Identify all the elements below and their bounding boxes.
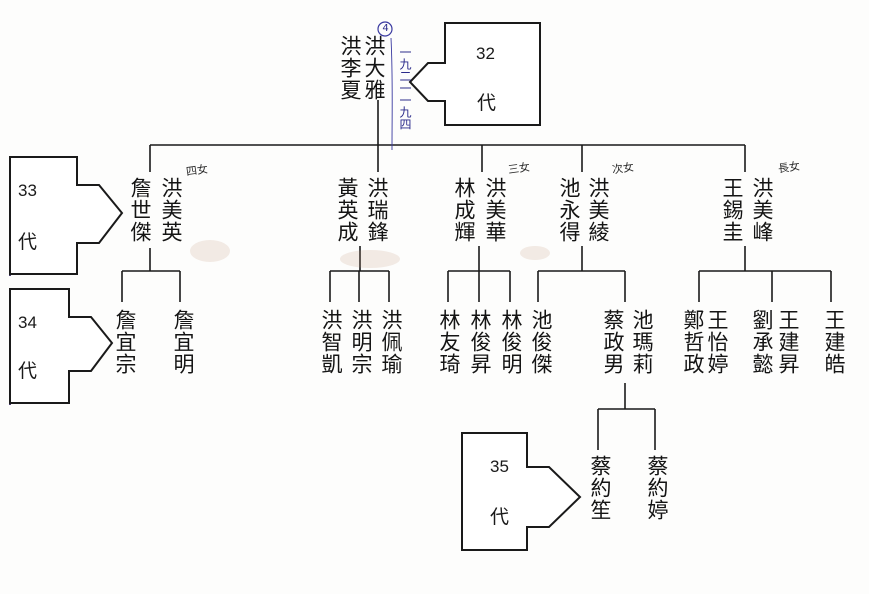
gen-33-husband-name: 林成輝 <box>452 177 476 243</box>
handwritten-annotation <box>377 21 393 151</box>
gen-33-husband-name: 詹世傑 <box>128 177 152 243</box>
gen-34-person-name: 洪明宗 <box>349 309 373 375</box>
gen-33-wife-name: 黃英成 <box>335 177 359 243</box>
scan-stain <box>340 250 400 268</box>
lifespan-note: 一九二一一九四 <box>398 46 412 130</box>
scan-stain <box>520 246 550 260</box>
gen-32-label: 代 <box>477 92 497 114</box>
gen-33-husband-name: 池永得 <box>557 177 581 243</box>
gen-34-person-name: 洪佩瑜 <box>379 309 403 375</box>
root-husband-name: 洪大雅 <box>362 35 386 101</box>
gen-33-husband-name: 洪瑞鋒 <box>365 177 389 243</box>
gen-34-person-name: 詹宜宗 <box>113 309 137 375</box>
gen-33-to-34-connectors <box>121 246 832 302</box>
gen-35-number: 35 <box>490 457 509 476</box>
gen-34-to-35-connectors <box>597 383 656 450</box>
gen-34-person-name: 王建昇 <box>776 309 800 375</box>
gen-34-person-name: 洪智凱 <box>319 309 343 375</box>
gen-35-arrow-box <box>461 432 582 551</box>
gen-34-label: 代 <box>18 360 38 382</box>
gen-35-person-name: 蔡約笙 <box>588 455 612 521</box>
gen-33-arrow-box <box>9 156 124 275</box>
gen-33-husband-name: 王錫圭 <box>720 177 744 243</box>
gen-35-label: 代 <box>490 506 510 528</box>
gen-34-spouse-name: 鄭哲政 <box>681 309 705 375</box>
gen-33-wife-name: 洪美華 <box>483 177 507 243</box>
gen-33-order-tag: 四女 <box>185 162 209 179</box>
gen-33-wife-name: 洪美峰 <box>750 177 774 243</box>
gen-34-spouse-name: 劉承懿 <box>750 309 774 375</box>
gen-33-wife-name: 洪美綾 <box>586 177 610 243</box>
gen-34-person-name: 池俊傑 <box>529 309 553 375</box>
gen-34-person-name: 林友琦 <box>437 309 461 375</box>
gen-34-person-name: 池瑪莉 <box>630 309 654 375</box>
gen-33-number: 33 <box>18 181 37 200</box>
gen-34-person-name: 詹宜明 <box>171 309 195 375</box>
gen-34-arrow-box <box>9 288 114 404</box>
gen-33-order-tag: 三女 <box>507 160 531 177</box>
gen-34-person-name: 王建皓 <box>822 309 846 375</box>
gen-34-person-name: 林俊明 <box>499 309 523 375</box>
gen-33-wife-name: 洪美英 <box>159 177 183 243</box>
gen-33-label: 代 <box>18 231 38 253</box>
gen-32-arrow-box <box>408 22 541 126</box>
circled-number: 4 <box>380 23 391 34</box>
gen-32-number: 32 <box>476 44 495 63</box>
root-wife-name: 洪李夏 <box>338 35 362 101</box>
gen-34-person-name: 林俊昇 <box>468 309 492 375</box>
gen-34-number: 34 <box>18 313 37 332</box>
gen-33-order-tag: 次女 <box>611 160 635 177</box>
root-connectors <box>149 100 746 172</box>
gen-33-order-tag: 長女 <box>777 159 801 176</box>
scan-stain <box>190 240 230 262</box>
gen-35-person-name: 蔡約婷 <box>645 455 669 521</box>
gen-34-spouse-name: 蔡政男 <box>601 309 625 375</box>
gen-34-person-name: 王怡婷 <box>705 309 729 375</box>
